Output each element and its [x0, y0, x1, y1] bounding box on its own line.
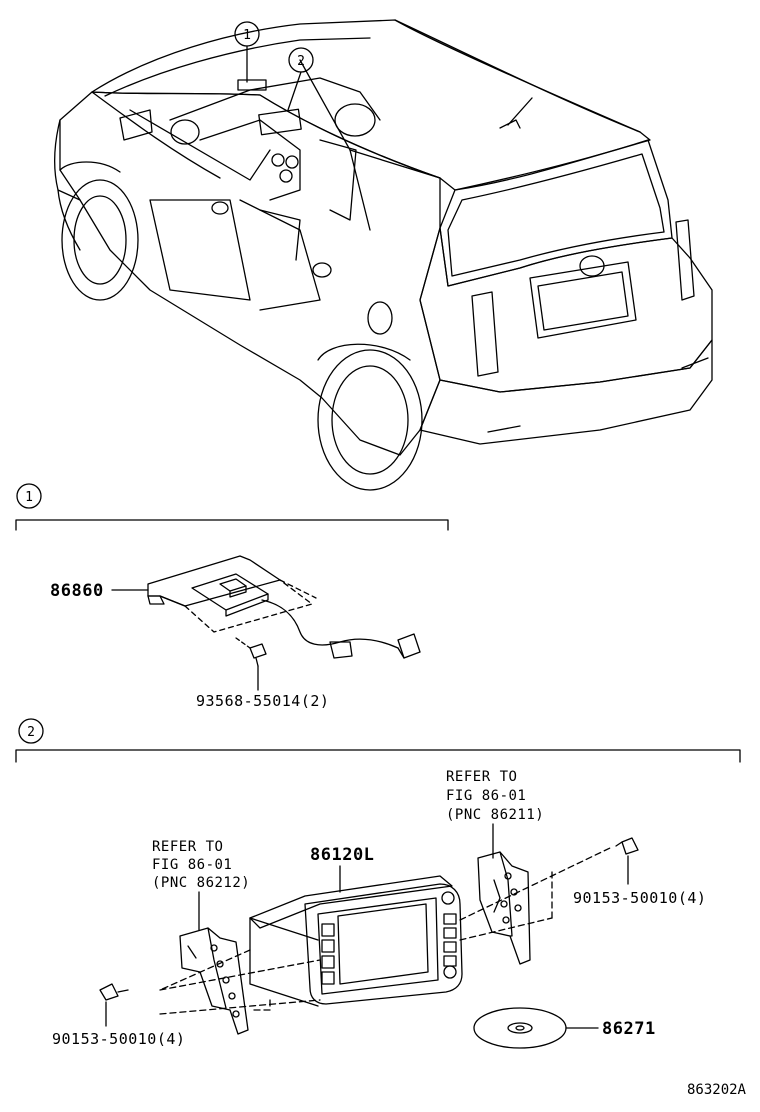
- callout-1-vehicle: 1: [234, 21, 260, 83]
- svg-text:(PNC 86211): (PNC 86211): [446, 807, 544, 823]
- label-93568-55014: 93568-55014(2): [196, 665, 329, 710]
- label-90153-50010-left: 90153-50010(4): [52, 1030, 185, 1048]
- svg-text:2: 2: [27, 725, 35, 740]
- radio-navigation-unit: [159, 847, 611, 1015]
- svg-text:90153-50010(4): 90153-50010(4): [52, 1030, 185, 1048]
- svg-text:86120L: 86120L: [310, 845, 374, 865]
- svg-text:FIG 86-01: FIG 86-01: [152, 857, 232, 873]
- refer-to-fig-86211: REFER TO FIG 86-01 (PNC 86211): [446, 769, 544, 859]
- gps-antenna: [147, 555, 421, 667]
- label-86120L: 86120L: [310, 845, 374, 893]
- svg-text:90153-50010(4): 90153-50010(4): [573, 889, 706, 907]
- figure-code: 863202A: [687, 1082, 747, 1098]
- svg-text:1: 1: [243, 28, 251, 43]
- label-86271: 86271: [602, 1019, 656, 1039]
- callout-2-vehicle: 2: [287, 47, 314, 111]
- svg-text:REFER TO: REFER TO: [446, 769, 517, 785]
- svg-text:86271: 86271: [602, 1019, 656, 1039]
- svg-text:93568-55014(2): 93568-55014(2): [196, 692, 329, 710]
- section-1-header: 1: [15, 483, 449, 531]
- bolt-left: [99, 983, 129, 1027]
- svg-text:REFER TO: REFER TO: [152, 839, 223, 855]
- svg-text:2: 2: [297, 54, 305, 69]
- svg-text:(PNC 86212): (PNC 86212): [152, 875, 250, 891]
- bracket-left: [179, 927, 249, 1035]
- label-86860: 86860: [50, 581, 149, 601]
- svg-text:FIG 86-01: FIG 86-01: [446, 788, 526, 804]
- svg-text:1: 1: [25, 490, 33, 505]
- section-2-header: 2: [15, 718, 741, 763]
- label-90153-50010-right: 90153-50010(4): [573, 889, 706, 907]
- map-disc: [473, 1007, 599, 1049]
- vehicle-illustration: [54, 19, 713, 491]
- bracket-right: [477, 851, 531, 965]
- refer-to-fig-86212: REFER TO FIG 86-01 (PNC 86212): [152, 839, 250, 931]
- svg-text:86860: 86860: [50, 581, 104, 601]
- bolt-right: [615, 837, 639, 885]
